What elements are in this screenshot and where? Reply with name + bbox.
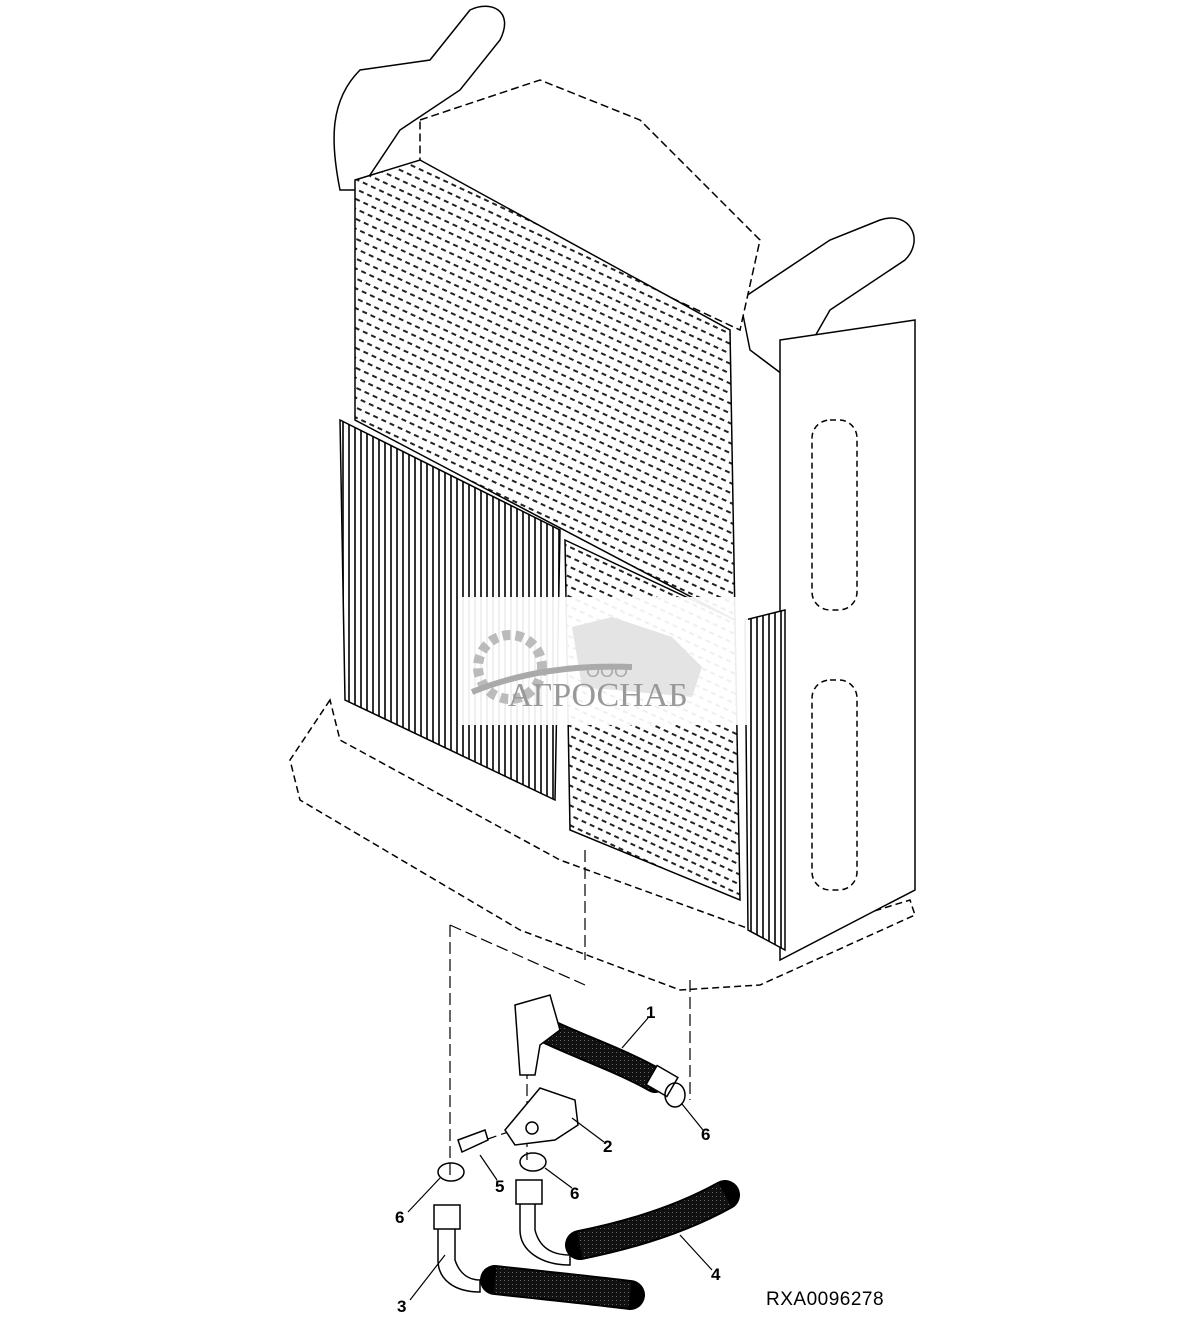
upper-tube bbox=[333, 5, 506, 191]
side-window-top bbox=[811, 419, 858, 611]
nut-fitting-4 bbox=[515, 1179, 543, 1205]
bracket-2 bbox=[504, 1087, 579, 1146]
o-ring-6c bbox=[437, 1162, 465, 1182]
o-ring-6b bbox=[519, 1152, 547, 1172]
watermark-logo: ООО АГРОСНАБ bbox=[462, 597, 748, 725]
callout-3: 3 bbox=[397, 1297, 407, 1316]
engine-top bbox=[419, 79, 761, 332]
gear-harvester-icon bbox=[470, 617, 702, 704]
elbow-fitting-4 bbox=[519, 1184, 571, 1266]
watermark-name: АГРОСНАБ bbox=[508, 677, 688, 714]
callout-5: 5 bbox=[495, 1177, 505, 1196]
nut-fitting-3 bbox=[433, 1204, 461, 1230]
right-cooler bbox=[744, 609, 786, 952]
side-window-bottom bbox=[811, 679, 858, 891]
elbow-fitting-3 bbox=[437, 1209, 481, 1293]
callout-6b: 6 bbox=[570, 1184, 580, 1203]
elbow-fitting-1 bbox=[514, 994, 561, 1076]
callout-2: 2 bbox=[603, 1137, 613, 1156]
o-ring-6a bbox=[664, 1082, 686, 1108]
callout-1: 1 bbox=[646, 1003, 656, 1022]
callout-4: 4 bbox=[711, 1265, 721, 1284]
callout-6c: 6 bbox=[395, 1208, 405, 1227]
nut-fitting-1 bbox=[645, 1064, 679, 1098]
watermark-prefix: ООО bbox=[586, 661, 629, 681]
radiator-core bbox=[354, 159, 736, 622]
callout-6a: 6 bbox=[701, 1125, 711, 1144]
figure-code: RXA0096278 bbox=[766, 1289, 885, 1310]
bolt-5 bbox=[457, 1129, 489, 1154]
base-plate bbox=[289, 698, 916, 991]
